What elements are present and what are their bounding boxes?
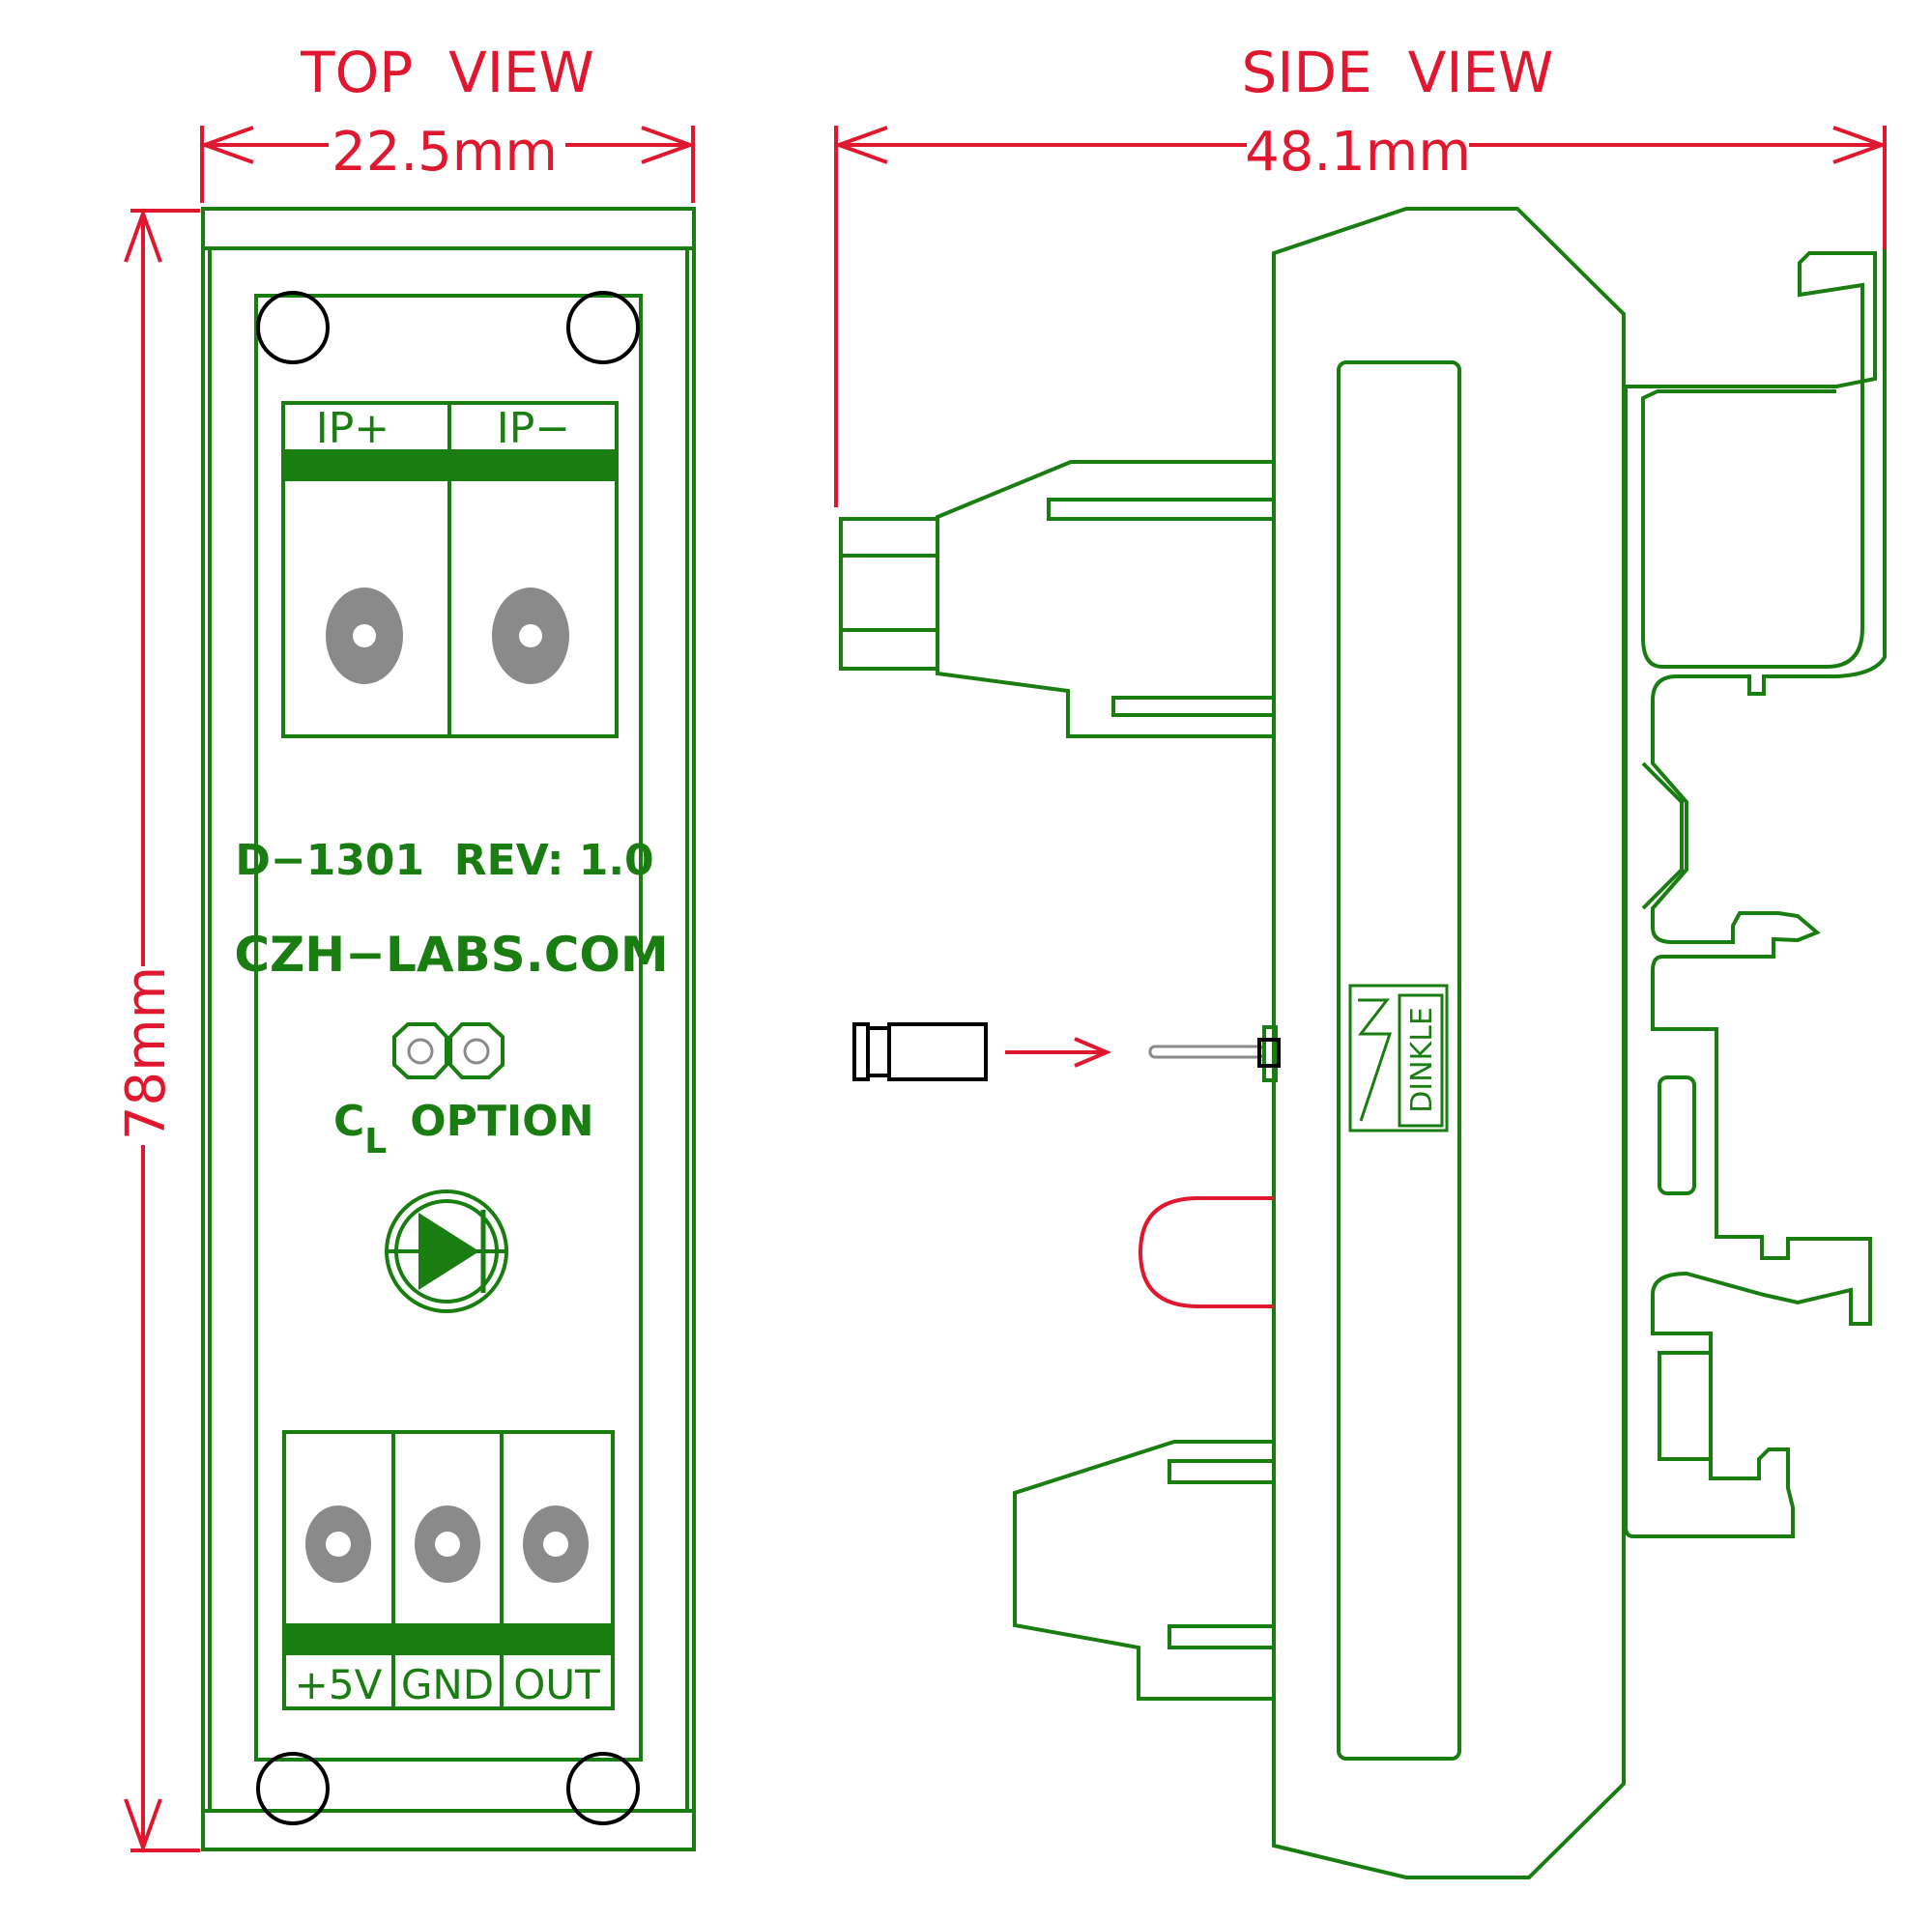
terminal-label-5v: +5V xyxy=(295,1661,383,1708)
mounting-hole-icon xyxy=(256,291,330,364)
top-height-label: 78mm xyxy=(115,966,178,1140)
mounting-hole-icon xyxy=(566,291,640,364)
top-view-title: TOP VIEW xyxy=(300,40,594,105)
terminal-label-out: OUT xyxy=(513,1661,600,1708)
terminal-label-ip-minus: IP− xyxy=(497,404,570,453)
side-view-title: SIDE VIEW xyxy=(1242,40,1554,105)
top-width-label: 22.5mm xyxy=(332,121,558,184)
side-connector-bottom xyxy=(1013,1440,1276,1701)
terminal-label-gnd: GND xyxy=(401,1661,494,1708)
din-rail-clip xyxy=(1624,249,1887,1538)
terminal-label-ip-plus: IP+ xyxy=(316,404,389,453)
dinkle-label: DINKLE xyxy=(1348,984,1449,1132)
cl-option-text: OPTION xyxy=(410,1097,593,1146)
website-label: CZH−LABS.COM xyxy=(234,927,668,983)
diode-icon xyxy=(385,1189,508,1313)
arrow-right-icon xyxy=(1005,1037,1112,1068)
mounting-hole-icon xyxy=(256,1752,330,1825)
terminal-block-bottom: +5V GND OUT xyxy=(282,1430,615,1710)
top-view: TOP VIEW 22.5mm 78mm xyxy=(115,40,696,1853)
cl-c: C xyxy=(333,1097,364,1146)
side-view: SIDE VIEW 48.1mm DINKLE xyxy=(833,40,1888,1879)
side-connector-top xyxy=(839,460,1276,738)
terminal-block-top: IP+ IP− xyxy=(281,401,619,738)
led-side xyxy=(1138,1196,1274,1308)
side-width-label: 48.1mm xyxy=(1245,121,1471,184)
side-housing xyxy=(1272,207,1626,1879)
dinkle-text: DINKLE xyxy=(1405,1007,1439,1113)
cl-option-pads xyxy=(392,1022,505,1079)
model-label: D−1301 REV: 1.0 xyxy=(235,836,653,885)
side-width-dimension: 48.1mm xyxy=(833,121,1888,507)
mounting-hole-icon xyxy=(566,1752,640,1825)
cl-option-label: CL OPTION xyxy=(333,1097,594,1161)
capacitor-icon xyxy=(852,1022,988,1081)
side-pin-header xyxy=(1148,1025,1281,1082)
cl-sub: L xyxy=(364,1122,387,1161)
top-height-dimension: 78mm xyxy=(115,208,200,1853)
top-board-outline xyxy=(201,207,696,1851)
top-width-dimension: 22.5mm xyxy=(199,121,696,203)
